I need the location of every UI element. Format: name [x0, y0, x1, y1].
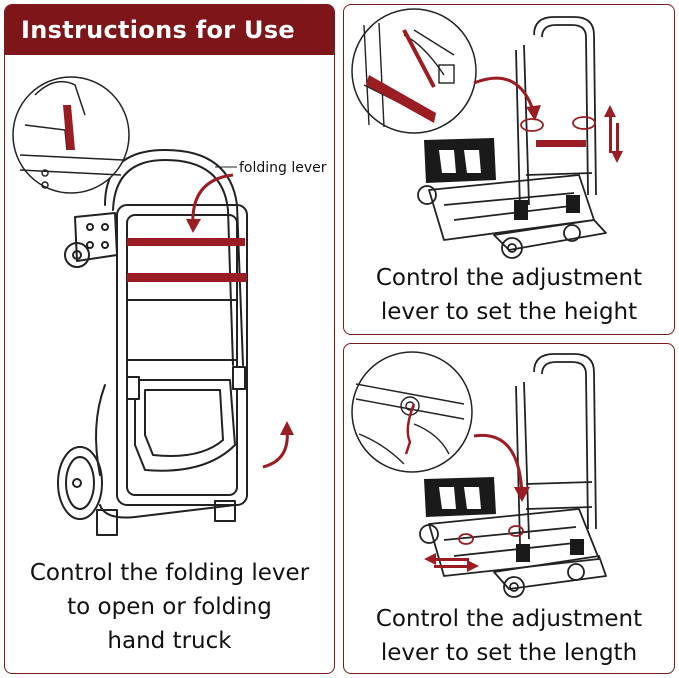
height-lever-bar: [536, 140, 586, 147]
up-down-arrow-icon: [604, 105, 623, 163]
folding-lever-bar-upper: [127, 238, 245, 246]
folding-lever-label: folding lever: [239, 160, 327, 176]
folding-lever-bar-lower: [127, 273, 247, 282]
open-arrow-icon: [263, 430, 287, 467]
height-caption: Control the adjustment lever to set the …: [344, 261, 674, 329]
instruction-panel-folding: Instructions for Use: [4, 4, 335, 674]
instruction-panel-length: Control the adjustment lever to set the …: [343, 343, 675, 674]
inset-detail-circle: [352, 9, 476, 133]
instruction-panel-height: Control the adjustment lever to set the …: [343, 4, 675, 335]
inset-detail-circle: [352, 352, 472, 472]
length-caption: Control the adjustment lever to set the …: [344, 602, 674, 670]
folding-caption: Control the folding lever to open or fol…: [5, 556, 334, 658]
inset-detail-circle: [13, 77, 129, 193]
left-right-arrow-icon: [424, 553, 479, 572]
